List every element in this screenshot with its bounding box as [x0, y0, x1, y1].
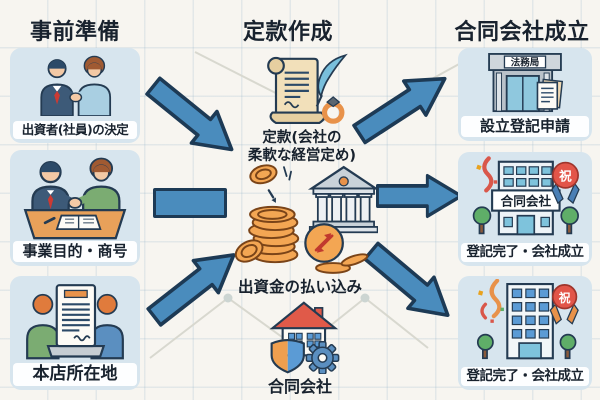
arrow-address-to-capital [139, 235, 251, 337]
prep-panel-address: 本店所在地 [10, 276, 140, 390]
arrow-to-completion [376, 173, 464, 219]
company-sign-building-icon: 合同会社 祝 [472, 156, 580, 236]
step-label: 登記完了・会社成立 [461, 243, 589, 262]
column-header-articles: 定款作成 [242, 20, 333, 45]
step-label: 登記完了・会社成立 [461, 367, 589, 386]
arrow-purpose-to-capital [153, 188, 227, 218]
bureau-sign-text: 法務局 [511, 57, 540, 69]
legal-affairs-bureau-icon: 法務局 [488, 53, 564, 113]
est-panel-established: 祝 登記完了・会社成立 [458, 276, 592, 390]
arrow-investors-to-articles [138, 67, 249, 169]
address-document-icon [26, 284, 124, 360]
step-label: 事業目的・商号 [13, 241, 137, 262]
step-label: 設立登記申請 [461, 116, 589, 137]
articles-label-line1: 定款(会社の [262, 130, 342, 146]
capital-label: 出資金の払い込み [237, 278, 362, 296]
celebration-badge-text: 祝 [559, 291, 571, 305]
prep-panel-purpose: 事業目的・商号 [10, 150, 140, 266]
handshake-partners-icon [40, 55, 112, 116]
column-header-establishment: 合同会社成立 [454, 20, 590, 45]
column-header-preparation: 事前準備 [29, 20, 120, 45]
arrow-to-establishment [355, 232, 465, 335]
capital-coins-bank-icon [222, 160, 378, 276]
articles-label: 定款(会社の 柔軟な経営定め) [222, 129, 382, 165]
llc-house-shield-gear-icon [256, 296, 350, 374]
celebration-badge-text: 祝 [559, 168, 572, 183]
llc-label: 合同会社 [267, 377, 332, 396]
business-meeting-icon [23, 157, 127, 240]
est-panel-completion: 合同会社 祝 登記完了・会社成立 [458, 152, 592, 266]
articles-scroll-icon [250, 50, 354, 130]
company-sign-text: 合同会社 [500, 194, 552, 209]
celebration-building-icon: 祝 [476, 279, 579, 360]
step-label: 本店所在地 [13, 362, 137, 386]
step-label: 出資者(社員)の決定 [13, 121, 137, 139]
prep-panel-investors: 出資者(社員)の決定 [10, 48, 140, 143]
est-panel-registration: 法務局 設立登記申請 [458, 48, 592, 141]
articles-label-line2: 柔軟な経営定め) [247, 148, 357, 165]
arrow-to-registration [345, 57, 460, 154]
